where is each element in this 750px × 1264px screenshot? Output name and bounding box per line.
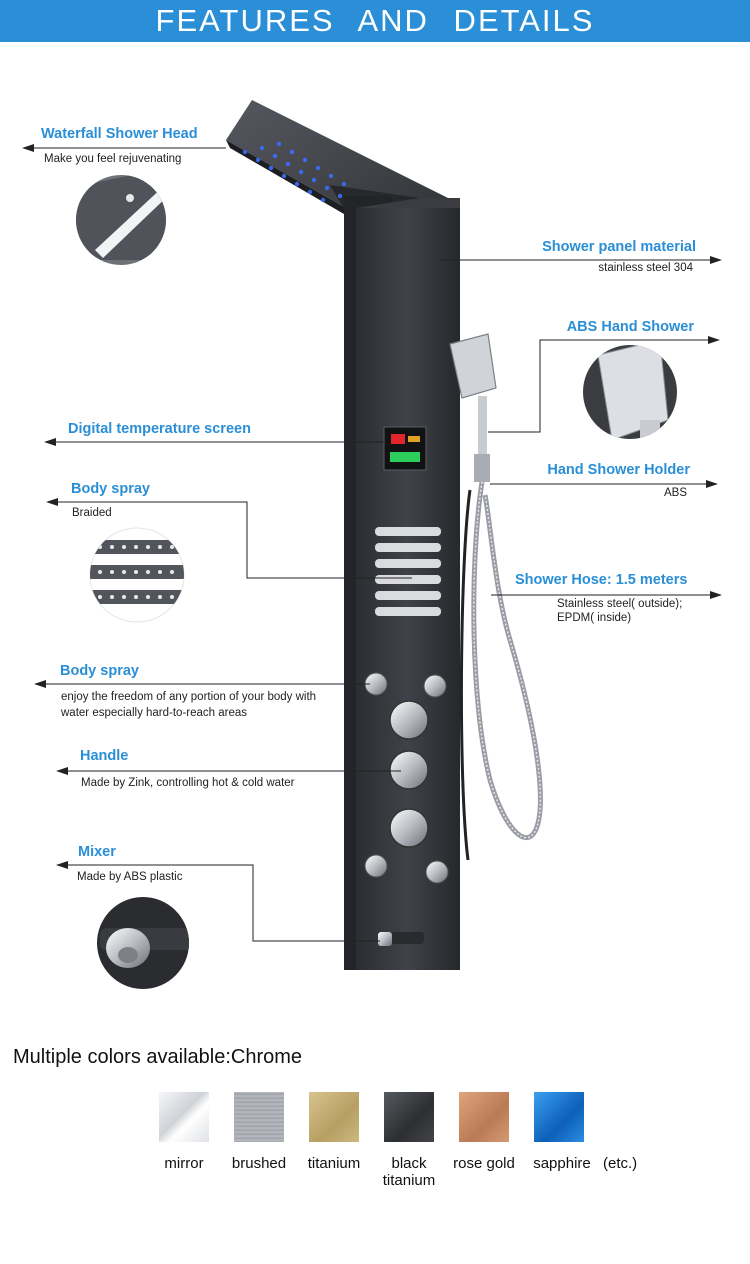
swatch-label-rose-gold: rose gold — [453, 1155, 515, 1172]
mixer-desc: Made by ABS plastic — [77, 871, 183, 883]
body-spray-2-desc-line1: enjoy the freedom of any portion of your… — [61, 691, 317, 703]
body-spray-1-desc: Braided — [72, 507, 112, 519]
swatch-label-black-titanium: black titanium — [364, 1155, 454, 1189]
temperature-screen — [383, 426, 427, 471]
hose-desc-line2: EPDM( inside) — [557, 612, 632, 624]
handle-desc: Made by Zink, controlling hot & cold wat… — [81, 777, 295, 789]
waterfall-title: Waterfall Shower Head — [41, 126, 198, 142]
swatch-sapphire[interactable] — [534, 1092, 584, 1142]
header-banner: FEATURES AND DETAILS — [0, 0, 750, 42]
temp-screen-title: Digital temperature screen — [68, 421, 251, 437]
swatch-label-mirror: mirror — [164, 1155, 204, 1172]
mixer-detail-thumbnail — [97, 897, 189, 989]
swatch-titanium[interactable] — [309, 1092, 359, 1142]
callout-lines — [32, 147, 712, 942]
swatch-black-titanium[interactable] — [384, 1092, 434, 1142]
mixer-title: Mixer — [78, 844, 116, 860]
swatch-label-titanium: titanium — [307, 1155, 361, 1172]
tub-spout — [378, 932, 424, 946]
waterfall-desc: Make you feel rejuvenating — [44, 153, 182, 165]
holder-title: Hand Shower Holder — [547, 462, 690, 478]
panel-knobs — [364, 672, 449, 884]
waterfall-detail-thumbnail — [76, 175, 166, 265]
colors-etc: (etc.) — [603, 1155, 638, 1172]
panel-material-desc: stainless steel 304 — [598, 262, 693, 274]
body-spray-jets — [375, 527, 441, 616]
body-spray-detail-thumbnail — [89, 527, 185, 623]
panel-material-title: Shower panel material — [542, 239, 696, 255]
swatch-mirror[interactable] — [159, 1092, 209, 1142]
page-title: FEATURES AND DETAILS — [155, 3, 595, 38]
holder-desc: ABS — [663, 487, 687, 499]
swatch-label-sapphire: sapphire — [533, 1155, 591, 1172]
swatch-rose-gold[interactable] — [459, 1092, 509, 1142]
swatch-label-brushed: brushed — [231, 1155, 287, 1172]
body-spray-2-desc-line2: water especially hard-to-reach areas — [61, 707, 248, 719]
hand-shower-detail-thumbnail — [583, 345, 677, 439]
body-spray-1-title: Body spray — [71, 481, 150, 497]
swatch-brushed[interactable] — [234, 1092, 284, 1142]
body-spray-2-title: Body spray — [60, 663, 139, 679]
colors-heading: Multiple colors available:Chrome — [13, 1046, 303, 1068]
hose-title: Shower Hose: 1.5 meters — [515, 572, 688, 588]
hose-desc-line1: Stainless steel( outside); — [557, 598, 683, 610]
hand-shower-title: ABS Hand Shower — [566, 319, 694, 335]
handle-title: Handle — [80, 748, 129, 764]
swatch-label-black-titanium-text: black titanium — [382, 1155, 436, 1189]
callout-arrowheads — [22, 144, 722, 869]
hand-shower-illustration — [449, 333, 543, 861]
